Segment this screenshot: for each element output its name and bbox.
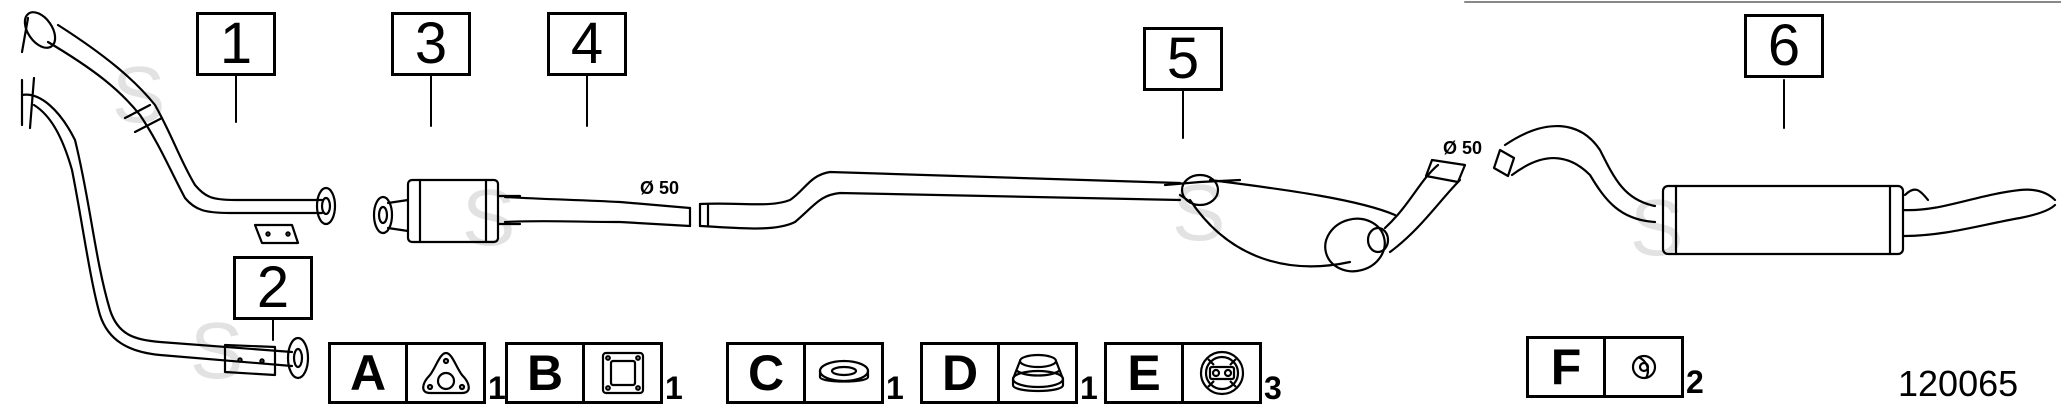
callout-5: 5 — [1143, 27, 1223, 91]
square-flange-gasket-icon — [585, 342, 663, 404]
legend-letter: E — [1104, 342, 1184, 404]
legend-quantity: 3 — [1264, 370, 1282, 406]
triangle-flange-gasket-icon — [408, 342, 486, 404]
svg-text:S: S — [190, 306, 243, 395]
legend-item-a: A 1 — [328, 342, 506, 404]
callout-1: 1 — [196, 12, 276, 76]
legend-quantity: 1 — [886, 370, 904, 406]
callout-4: 4 — [547, 12, 627, 76]
diameter-label: Ø 50 — [1443, 138, 1483, 158]
callout-2: 2 — [233, 256, 313, 320]
svg-text:S: S — [1630, 183, 1683, 272]
legend-letter: C — [726, 342, 806, 404]
callout-3: 3 — [391, 12, 471, 76]
legend-item-f: F 2 — [1526, 336, 1704, 398]
front-pipe-lower — [20, 76, 310, 380]
rear-silencer — [1492, 124, 2057, 256]
callout-6: 6 — [1744, 14, 1824, 78]
legend-letter: D — [920, 342, 1000, 404]
centre-silencer-pipe — [698, 158, 1467, 273]
legend-quantity: 1 — [665, 370, 683, 406]
front-pipe-upper — [20, 11, 337, 245]
sealing-ring-icon — [806, 342, 884, 404]
legend-letter: A — [328, 342, 408, 404]
intermediate-pipe — [503, 195, 692, 228]
diagram-reference-number: 120065 — [1898, 363, 2019, 404]
catalytic-converter — [372, 178, 522, 244]
legend-letter: F — [1526, 336, 1606, 398]
legend-quantity: 1 — [488, 370, 506, 406]
legend-letter: B — [505, 342, 585, 404]
legend-item-c: C 1 — [726, 342, 904, 404]
conical-seal-ring-icon — [1000, 342, 1078, 404]
leader-lines — [235, 74, 1785, 341]
svg-text:S: S — [462, 173, 515, 262]
diameter-label: Ø 50 — [640, 178, 680, 198]
watermark: S S S S S — [112, 50, 1683, 395]
legend-item-d: D 1 — [920, 342, 1098, 404]
legend-quantity: 1 — [1080, 370, 1098, 406]
rubber-ring-icon — [1606, 336, 1684, 398]
legend-item-b: B 1 — [505, 342, 683, 404]
rubber-mount-icon — [1184, 342, 1262, 404]
legend-item-e: E 3 — [1104, 342, 1282, 404]
legend-quantity: 2 — [1686, 364, 1704, 400]
